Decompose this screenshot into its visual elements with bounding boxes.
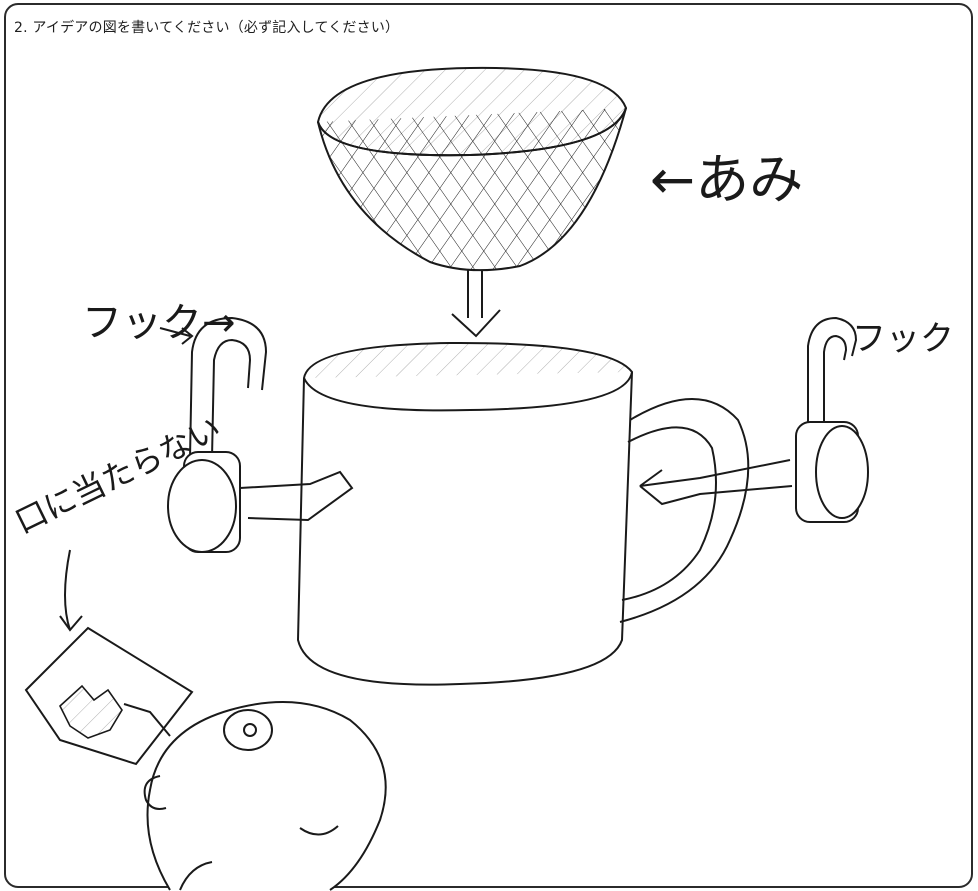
drink-box [24,626,194,766]
pointer-arrow-icon [159,327,194,345]
hook-left-label: フック→ [82,300,236,346]
cup [296,341,750,686]
down-arrow-icon [451,270,501,338]
hook-left [167,316,354,553]
question-instruction: 2. アイデアの図を書いてください（必ず記入してください） [14,20,400,36]
hook-right-label: フック [852,319,954,359]
face [143,701,387,891]
net-label: ←あみ [650,148,803,211]
net-strainer [316,66,628,272]
pointer-arrow-icon [59,549,83,632]
hook-right [639,316,869,523]
